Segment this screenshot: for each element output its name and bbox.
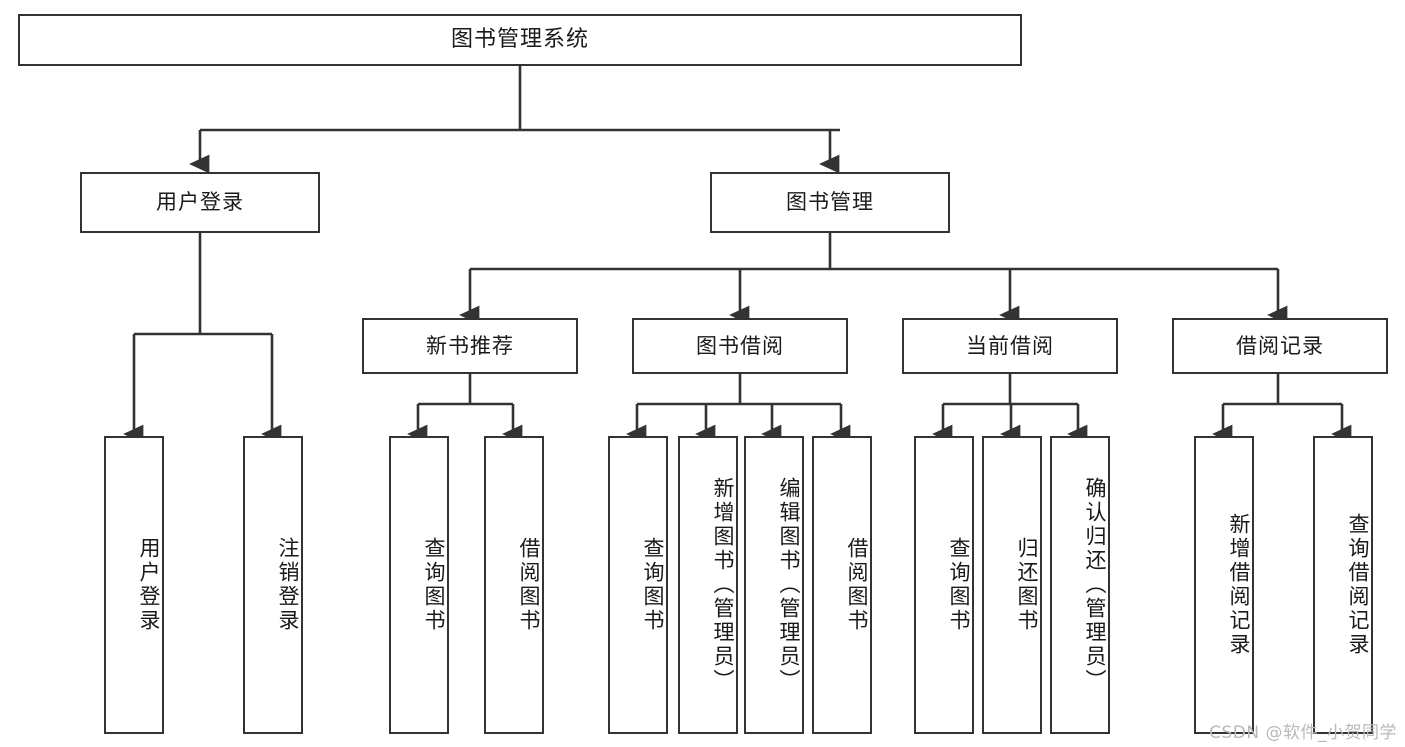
node-root-book-management-system[interactable]: 图书管理系统 xyxy=(18,14,1022,66)
leaf-current-borrow-query-book[interactable]: 查询图书 xyxy=(914,436,974,734)
leaf-user-login-login[interactable]: 用户登录 xyxy=(104,436,164,734)
csdn-watermark: CSDN @软件_小贺同学 xyxy=(1209,723,1397,743)
leaf-label: 确认归还（管理员） xyxy=(1083,477,1107,693)
leaf-user-login-logout[interactable]: 注销登录 xyxy=(243,436,303,734)
leaf-new-book-borrow-book[interactable]: 借阅图书 xyxy=(484,436,544,734)
leaf-label: 用户登录 xyxy=(137,537,161,633)
leaf-label: 查询图书 xyxy=(641,537,665,633)
leaf-label: 注销登录 xyxy=(276,537,300,633)
leaf-label: 查询图书 xyxy=(422,537,446,633)
leaf-label: 归还图书 xyxy=(1015,537,1039,633)
node-user-login[interactable]: 用户登录 xyxy=(80,172,320,233)
node-book-management[interactable]: 图书管理 xyxy=(710,172,950,233)
leaf-label: 查询图书 xyxy=(947,537,971,633)
leaf-borrow-record-query-record[interactable]: 查询借阅记录 xyxy=(1313,436,1373,734)
node-borrow-record[interactable]: 借阅记录 xyxy=(1172,318,1388,374)
leaf-current-borrow-confirm-return-admin[interactable]: 确认归还（管理员） xyxy=(1050,436,1110,734)
leaf-new-book-query-book[interactable]: 查询图书 xyxy=(389,436,449,734)
leaf-book-borrow-edit-book-admin[interactable]: 编辑图书（管理员） xyxy=(744,436,804,734)
leaf-current-borrow-return-book[interactable]: 归还图书 xyxy=(982,436,1042,734)
node-new-book-recommend[interactable]: 新书推荐 xyxy=(362,318,578,374)
leaf-label: 借阅图书 xyxy=(517,537,541,633)
leaf-label: 编辑图书（管理员） xyxy=(777,477,801,693)
leaf-borrow-record-add-record[interactable]: 新增借阅记录 xyxy=(1194,436,1254,734)
leaf-book-borrow-query-book[interactable]: 查询图书 xyxy=(608,436,668,734)
leaf-label: 新增借阅记录 xyxy=(1227,513,1251,657)
leaf-book-borrow-add-book-admin[interactable]: 新增图书（管理员） xyxy=(678,436,738,734)
leaf-book-borrow-borrow-book[interactable]: 借阅图书 xyxy=(812,436,872,734)
leaf-label: 借阅图书 xyxy=(845,537,869,633)
leaf-label: 查询借阅记录 xyxy=(1346,513,1370,657)
node-book-borrow[interactable]: 图书借阅 xyxy=(632,318,848,374)
leaf-label: 新增图书（管理员） xyxy=(711,477,735,693)
node-current-borrow[interactable]: 当前借阅 xyxy=(902,318,1118,374)
